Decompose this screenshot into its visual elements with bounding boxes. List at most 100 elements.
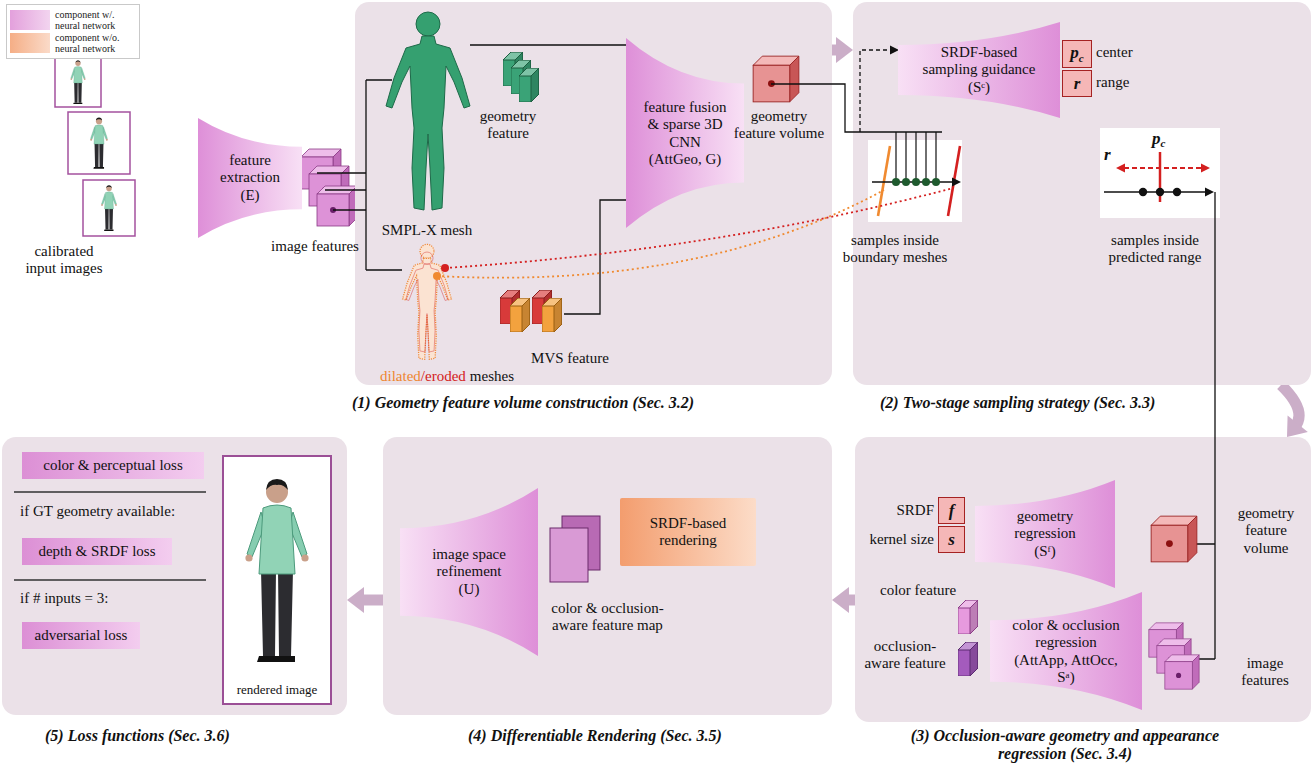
node-text-group: feature extraction(E) bbox=[212, 152, 289, 204]
label-wrap: if GT geometry available: bbox=[20, 503, 175, 520]
node-text-group: f bbox=[949, 501, 955, 521]
annotation-label: kernel size bbox=[858, 531, 934, 548]
node-text-group: rendered image bbox=[224, 683, 330, 698]
node-text-group: image space refinement(U) bbox=[418, 546, 520, 598]
parameter-box: r bbox=[1062, 70, 1092, 97]
parameter-box: f bbox=[938, 497, 965, 524]
label-wrap: r bbox=[1104, 145, 1111, 165]
node-text: image space refinement bbox=[418, 546, 520, 581]
caption-text: (5) Loss functions (Sec. 3.6) bbox=[45, 727, 285, 745]
flow-arrow bbox=[832, 587, 855, 613]
label-wrap: /eroded bbox=[421, 368, 466, 385]
node-text: (U) bbox=[418, 581, 520, 598]
label-wrap: dilated bbox=[380, 368, 421, 385]
label-wrap: if # inputs = 3: bbox=[20, 590, 108, 607]
label-wrap: geometry feature bbox=[466, 108, 550, 143]
label-wrap: MVS feature bbox=[520, 350, 620, 367]
panel-caption: (4) Differentiable Rendering (Sec. 3.5) bbox=[468, 727, 768, 745]
annotation-label: dilated bbox=[380, 368, 421, 385]
annotation-label: meshes bbox=[470, 368, 514, 385]
annotation-label: geometry feature bbox=[466, 108, 550, 143]
label-wrap: occlusion-aware feature bbox=[858, 638, 952, 673]
panel-caption: (3) Occlusion-aware geometry and appeara… bbox=[900, 727, 1230, 762]
flow-arrow bbox=[832, 37, 853, 63]
node-text: adversarial loss bbox=[35, 627, 128, 644]
label-wrap: color & occlusion-aware feature map bbox=[540, 600, 675, 635]
loss-box: depth & SRDF loss bbox=[22, 538, 172, 565]
node-text: r bbox=[1074, 74, 1081, 93]
node-text: geometry regression bbox=[993, 508, 1097, 543]
annotation-label: color feature bbox=[880, 582, 956, 599]
network-module: SRDF-based sampling guidance(Sᶜ) bbox=[898, 22, 1060, 118]
node-text: (AttApp, AttOcc, Sᵃ) bbox=[1010, 651, 1123, 686]
caption-text: (1) Geometry feature volume construction… bbox=[352, 394, 732, 412]
stage-panel: (1) Geometry feature volume construction… bbox=[355, 2, 832, 385]
network-module: color & occlusion regression(AttApp, Att… bbox=[990, 592, 1142, 710]
label-wrap: samples inside boundary meshes bbox=[835, 232, 955, 267]
stage-panel: (5) Loss functions (Sec. 3.6)color & per… bbox=[2, 437, 347, 715]
node-text-group: feature fusion & sparse 3D CNN(AttGeo, G… bbox=[641, 99, 728, 168]
node-text: (Sᶠ) bbox=[993, 543, 1097, 560]
legend-text: component w/. neural network bbox=[55, 9, 136, 31]
annotation-label: geometry feature volume bbox=[733, 108, 825, 143]
annotation-label: if GT geometry available: bbox=[20, 503, 175, 520]
network-module: image space refinement(U) bbox=[400, 488, 538, 656]
annotation-label: occlusion-aware feature bbox=[858, 638, 952, 673]
node-text: c bbox=[1079, 52, 1084, 64]
label-wrap: geometry feature volume bbox=[733, 108, 825, 143]
legend-row: component w/. neural network bbox=[10, 9, 136, 31]
panel-caption: (2) Two-stage sampling strategy (Sec. 3.… bbox=[880, 394, 1180, 412]
node-text: (AttGeo, G) bbox=[641, 150, 728, 167]
node-text: s bbox=[948, 530, 955, 549]
loss-box: color & perceptual loss bbox=[22, 452, 204, 479]
node-text: color & occlusion regression bbox=[1010, 617, 1123, 652]
caption-text: (3) Occlusion-aware geometry and appeara… bbox=[900, 727, 1230, 762]
annotation-label: samples inside predicted range bbox=[1100, 232, 1210, 267]
stage-panel: (2) Two-stage sampling strategy (Sec. 3.… bbox=[853, 2, 1311, 385]
label-wrap: center bbox=[1096, 44, 1133, 61]
label-wrap: samples inside predicted range bbox=[1100, 232, 1210, 267]
label-wrap: meshes bbox=[470, 368, 514, 385]
annotation-label: if # inputs = 3: bbox=[20, 590, 108, 607]
node-text: (Sᶜ) bbox=[919, 79, 1039, 96]
node-text: rendered image bbox=[224, 683, 330, 698]
node-text-group: color & occlusion regression(AttApp, Att… bbox=[1010, 617, 1123, 686]
legend-swatch bbox=[10, 10, 50, 30]
network-module: geometry regression(Sᶠ) bbox=[975, 480, 1115, 588]
flow-arrow bbox=[347, 587, 383, 613]
network-module: feature fusion & sparse 3D CNN(AttGeo, G… bbox=[626, 38, 744, 228]
node-text-group: SRDF-based sampling guidance(Sᶜ) bbox=[919, 44, 1039, 96]
annotation-label: c bbox=[1161, 137, 1166, 150]
annotation-label: p bbox=[1152, 129, 1161, 149]
label-wrap: image features bbox=[262, 238, 368, 255]
stage-panel: (4) Differentiable Rendering (Sec. 3.5)i… bbox=[383, 437, 832, 715]
label-wrap: SMPL-X mesh bbox=[372, 222, 482, 239]
annotation-label: /eroded bbox=[421, 368, 466, 385]
legend-text: component w/o. neural network bbox=[55, 32, 136, 54]
annotation-label: geometry feature volume bbox=[1226, 505, 1306, 557]
annotation-label: range bbox=[1096, 74, 1129, 91]
node-text: SRDF-based sampling guidance bbox=[919, 44, 1039, 79]
node-text: SRDF-based rendering bbox=[620, 515, 756, 550]
node-text: color & perceptual loss bbox=[43, 457, 183, 474]
label-wrap: SRDF bbox=[860, 502, 934, 519]
panel-caption: (5) Loss functions (Sec. 3.6) bbox=[45, 727, 285, 745]
label-wrap: kernel size bbox=[858, 531, 934, 548]
network-module: feature extraction(E) bbox=[198, 118, 302, 238]
annotation-label: image features bbox=[262, 238, 368, 255]
node-text-group: SRDF-based rendering bbox=[620, 515, 756, 550]
node-text: feature extraction bbox=[212, 152, 289, 187]
annotation-label: SRDF bbox=[860, 502, 934, 519]
node-text-group: geometry regression(Sᶠ) bbox=[993, 508, 1097, 560]
label-wrap: image features bbox=[1224, 655, 1306, 690]
annotation-label: r bbox=[1104, 145, 1111, 165]
annotation-label: image features bbox=[1224, 655, 1306, 690]
legend-box: component w/. neural networkcomponent w/… bbox=[6, 4, 140, 59]
parameter-box: s bbox=[938, 526, 965, 553]
node-text: (E) bbox=[212, 187, 289, 204]
legend-row: component w/o. neural network bbox=[10, 32, 136, 54]
annotation-label: center bbox=[1096, 44, 1133, 61]
image-frame: rendered image bbox=[222, 455, 332, 705]
label-wrap: c bbox=[1161, 137, 1166, 150]
annotation-label: calibrated input images bbox=[18, 243, 110, 278]
